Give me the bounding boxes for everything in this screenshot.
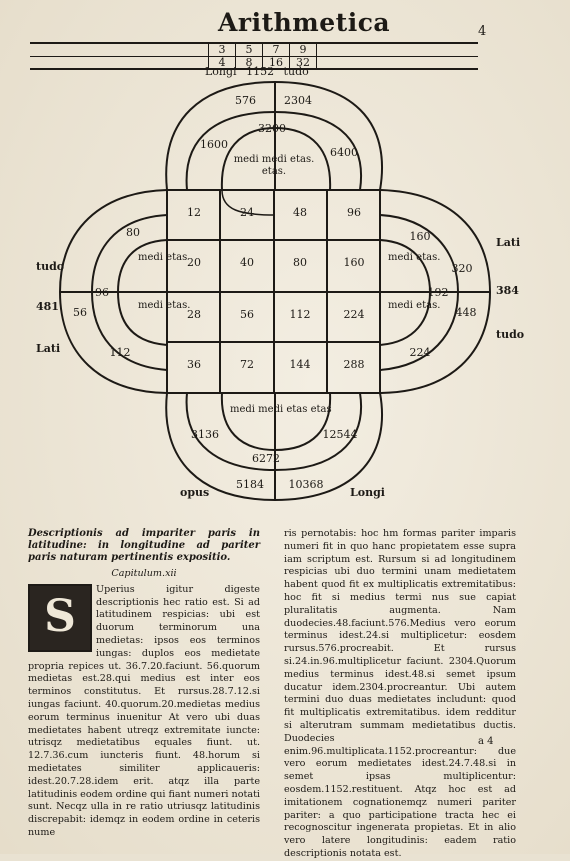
top-medietas-label: medi medi etas. etas. <box>233 154 315 177</box>
grid-cell: 80 <box>293 256 307 269</box>
right-body-text: ris pernotabis: hoc hm formas pariter im… <box>284 528 516 859</box>
arc-label: 5184 <box>236 478 264 491</box>
arc-label: 2304 <box>284 94 312 107</box>
arc-label: 576 <box>235 94 256 107</box>
side-label: tudo <box>496 328 524 341</box>
grid-cell: 12 <box>187 206 201 219</box>
scale-cell: 5 <box>235 43 262 56</box>
grid-cell: 160 <box>344 256 365 269</box>
right-medietas-label: medi etas. <box>388 252 440 263</box>
right-medietas-label-2: medi etas. <box>388 300 440 311</box>
arc-label: 112 <box>110 346 131 359</box>
arc-label: 3200 <box>258 122 286 135</box>
arc-label: 224 <box>410 346 431 359</box>
page-title: Arithmetica <box>218 8 391 37</box>
side-label: tudo <box>36 260 64 273</box>
scale-cell: 8 <box>235 56 262 69</box>
side-label: 481 <box>36 300 59 313</box>
grid-cell: 36 <box>187 358 201 371</box>
arc-label: 448 <box>456 306 477 319</box>
right-text-column: ris pernotabis: hoc hm formas pariter im… <box>284 528 516 859</box>
arc-label: 12544 <box>323 428 358 441</box>
side-label: Lati <box>36 342 60 355</box>
header-rule-top <box>30 42 478 44</box>
left-body-text: Uperius igitur digeste descriptionis hec… <box>28 583 261 838</box>
section-heading: Descriptionis ad impariter paris in lati… <box>28 528 260 563</box>
left-medietas-label: medi etas <box>138 252 187 263</box>
scale-cell: 32 <box>289 56 317 69</box>
arc-label: 80 <box>126 226 140 239</box>
side-label: 384 <box>496 284 519 297</box>
signature-mark: a 4 <box>478 736 494 747</box>
grid-cell: 224 <box>344 308 365 321</box>
grid-cell: 288 <box>344 358 365 371</box>
arc-label: 6272 <box>252 452 280 465</box>
arc-label: 320 <box>452 262 473 275</box>
arc-label: 6400 <box>330 146 358 159</box>
decorated-initial: S <box>28 583 92 652</box>
scale-row-top: 3 5 7 9 <box>208 43 317 56</box>
grid-cell: 56 <box>240 308 254 321</box>
header-rule-bottom <box>30 68 478 70</box>
arithmetic-diagram: 576 2304 3200 1600 6400 medi medi etas. … <box>36 80 524 502</box>
grid-cell: 72 <box>240 358 254 371</box>
arc-label: 3136 <box>191 428 219 441</box>
scale-cell: 9 <box>289 43 317 56</box>
left-medietas-label-2: medi etas. <box>138 300 190 311</box>
grid-cell: 112 <box>290 308 311 321</box>
page-number: 4 <box>478 24 487 39</box>
bottom-label: opus <box>180 486 209 499</box>
arc-label: 160 <box>410 230 431 243</box>
grid-cell: 28 <box>187 308 201 321</box>
scale-cell: 16 <box>262 56 289 69</box>
scale-row-bottom: 4 8 16 32 <box>208 56 317 69</box>
grid-cell: 20 <box>187 256 201 269</box>
scale-cell: 4 <box>208 56 235 69</box>
arc-label: 192 <box>428 286 449 299</box>
chapter-label: Capitulum.xii <box>111 568 177 579</box>
grid-cell: 24 <box>240 206 254 219</box>
arc-label: 1600 <box>200 138 228 151</box>
bottom-label: Longi <box>350 486 385 499</box>
grid-cell: 48 <box>293 206 307 219</box>
scale-cell: 3 <box>208 43 235 56</box>
left-text-column: Descriptionis ad impariter paris in lati… <box>28 528 260 838</box>
header-rule-mid <box>30 56 478 57</box>
grid-cell: 144 <box>290 358 311 371</box>
arc-label: 56 <box>73 306 87 319</box>
grid-cell: 40 <box>240 256 254 269</box>
grid-cell: 96 <box>347 206 361 219</box>
side-label: Lati <box>496 236 520 249</box>
longitudo-label: Longi 1152 tudo <box>205 65 309 78</box>
bottom-medietas-label: medi medi etas etas <box>230 404 332 415</box>
arc-label: 10368 <box>289 478 324 491</box>
arc-label: 96 <box>95 286 109 299</box>
scale-cell: 7 <box>262 43 289 56</box>
